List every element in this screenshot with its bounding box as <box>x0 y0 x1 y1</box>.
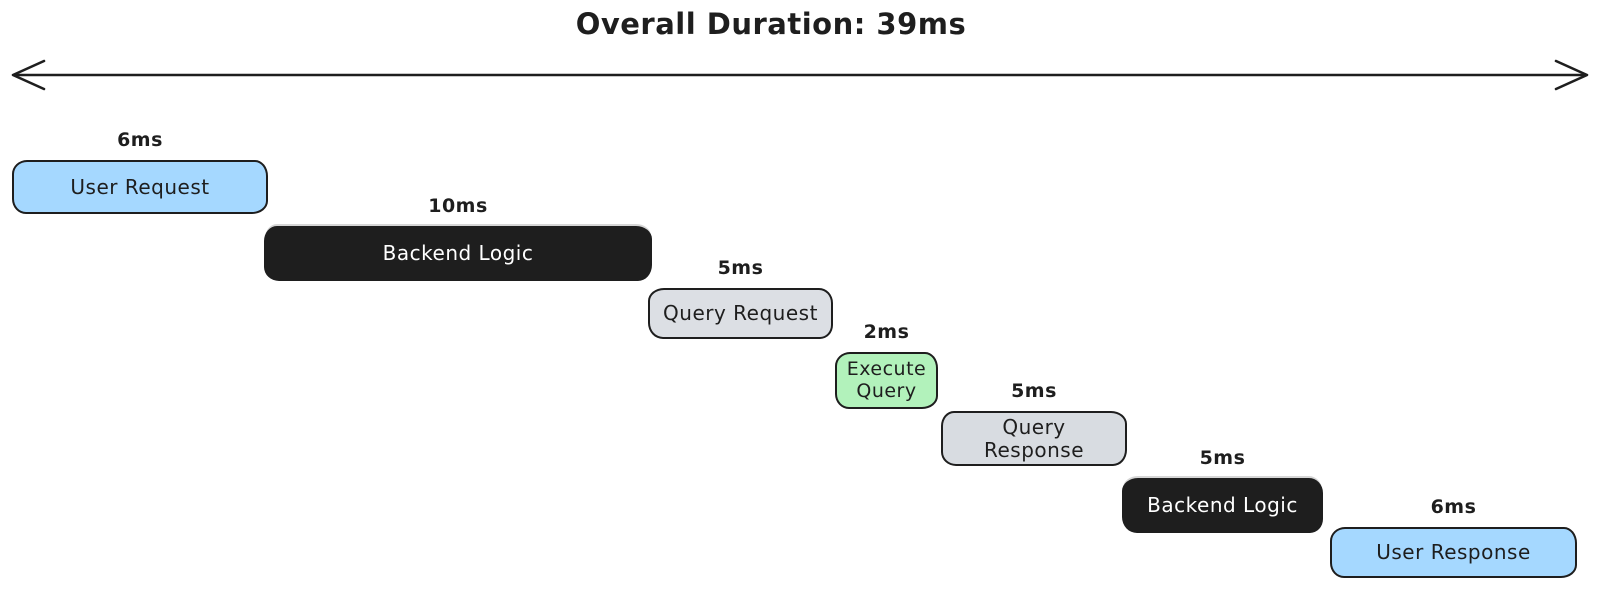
bar-label: Execute Query <box>846 357 927 402</box>
bar-label: Query Request <box>663 301 818 325</box>
chart-title: Overall Duration: 39ms <box>575 7 967 41</box>
step-user-response: 6ms User Response <box>1330 496 1577 578</box>
step-query-response: 5ms Query Response <box>941 380 1127 466</box>
bar-label: Backend Logic <box>1147 493 1298 517</box>
bar-backend-logic-1: Backend Logic <box>264 226 652 281</box>
bar-label: User Request <box>70 174 210 199</box>
step-user-request: 6ms User Request <box>12 129 268 214</box>
duration-label: 5ms <box>1011 380 1057 402</box>
duration-label: 6ms <box>117 129 163 151</box>
step-backend-logic-2: 5ms Backend Logic <box>1122 447 1323 533</box>
bar-label: Backend Logic <box>382 241 534 265</box>
bar-label: Query Response <box>983 414 1085 462</box>
bar-user-request: User Request <box>12 160 268 214</box>
duration-label: 5ms <box>1199 447 1246 469</box>
duration-label: 10ms <box>428 195 488 217</box>
bar-user-response: User Response <box>1330 527 1577 578</box>
bar-query-request: Query Request <box>648 288 833 339</box>
bar-backend-logic-2: Backend Logic <box>1122 478 1323 533</box>
step-query-request: 5ms Query Request <box>648 257 833 339</box>
bar-query-response: Query Response <box>941 411 1127 466</box>
arrowhead-right-icon <box>1554 59 1589 91</box>
duration-label: 5ms <box>717 257 764 279</box>
bar-label: User Response <box>1376 540 1531 564</box>
step-execute-query: 2ms Execute Query <box>835 321 938 409</box>
step-backend-logic-1: 10ms Backend Logic <box>264 195 652 281</box>
bar-execute-query: Execute Query <box>835 352 938 409</box>
duration-label: 6ms <box>1430 496 1477 518</box>
duration-label: 2ms <box>863 321 910 343</box>
arrowhead-left-icon <box>11 59 46 91</box>
overall-duration-arrow <box>11 59 1589 91</box>
